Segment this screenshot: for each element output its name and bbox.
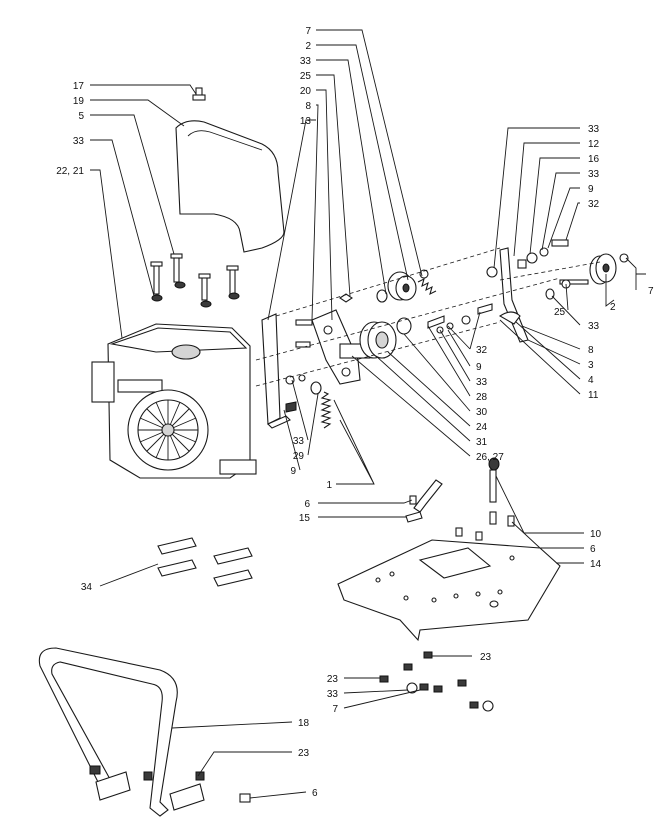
callout-9-r: 9 <box>588 184 594 195</box>
callout-26-27: 26, 27 <box>476 452 504 463</box>
callout-4: 4 <box>588 375 594 386</box>
callout-7-b: 7 <box>332 704 338 715</box>
callout-30: 30 <box>476 407 488 418</box>
callout-23-c: 23 <box>298 748 310 759</box>
engine-bolts <box>150 253 240 308</box>
callout-33-r3: 33 <box>588 321 600 332</box>
spring-1 <box>320 391 332 429</box>
shift-knob <box>488 457 500 503</box>
callout-28: 28 <box>476 392 488 403</box>
small-hardware-left <box>285 319 322 413</box>
callout-5: 5 <box>78 111 84 122</box>
callout-32-r: 32 <box>588 199 600 210</box>
callout-8-r: 8 <box>588 345 594 356</box>
callout-7-r: 7 <box>648 286 654 297</box>
engine <box>91 323 257 479</box>
callout-13: 13 <box>300 116 312 127</box>
callout-33-top: 33 <box>300 56 312 67</box>
belt-cover <box>175 120 285 253</box>
callout-34: 34 <box>81 582 93 593</box>
idler-pulley-top <box>339 269 429 303</box>
callout-1: 1 <box>326 480 332 491</box>
callout-9-mid: 9 <box>476 362 482 373</box>
callout-33-mid: 33 <box>476 377 488 388</box>
callout-2-r: 2 <box>610 302 616 313</box>
callout-25-r: 25 <box>554 307 566 318</box>
callout-6-a: 6 <box>304 499 310 510</box>
callout-33-b: 33 <box>327 689 339 700</box>
callout-33-low: 33 <box>293 436 305 447</box>
callout-9-low: 9 <box>290 466 296 477</box>
callout-17: 17 <box>73 81 85 92</box>
callout-19: 19 <box>73 96 85 107</box>
callout-12: 12 <box>588 139 600 150</box>
bolt-17 <box>192 87 206 101</box>
leader-lines <box>90 29 646 799</box>
callout-18: 18 <box>298 718 310 729</box>
handlebar <box>38 647 251 817</box>
callout-31: 31 <box>476 437 488 448</box>
callout-11: 11 <box>588 390 599 401</box>
callout-16: 16 <box>588 154 600 165</box>
callout-33-r2: 33 <box>588 169 600 180</box>
chassis-plate <box>337 511 561 642</box>
mount-bracket <box>261 313 291 429</box>
callout-24: 24 <box>476 422 488 433</box>
shift-rod <box>405 479 443 523</box>
idler-pulley-right <box>559 253 629 289</box>
loose-hardware <box>379 651 494 712</box>
idler-plate <box>311 309 361 385</box>
callout-2-top: 2 <box>305 41 311 52</box>
callout-23-b: 23 <box>327 674 339 685</box>
callout-33-left: 33 <box>73 136 85 147</box>
callout-labels: 7 2 33 25 20 8 13 17 19 5 33 22, 21 33 1… <box>56 26 654 799</box>
callout-15: 15 <box>299 513 311 524</box>
callout-6-b: 6 <box>590 544 596 555</box>
tie-plates <box>157 537 253 587</box>
spring-top <box>417 277 437 296</box>
callout-33-r1: 33 <box>588 124 600 135</box>
callout-8-top: 8 <box>305 101 311 112</box>
callout-14: 14 <box>590 559 602 570</box>
callout-10: 10 <box>590 529 602 540</box>
callout-3: 3 <box>588 360 594 371</box>
callout-7-top: 7 <box>305 26 311 37</box>
drive-pulley <box>339 303 493 359</box>
control-lever <box>486 239 569 343</box>
callout-25-top: 25 <box>300 71 312 82</box>
callout-20: 20 <box>300 86 312 97</box>
assembly-axis-lines <box>255 247 601 387</box>
callout-29: 29 <box>293 451 305 462</box>
callout-32-mid: 32 <box>476 345 488 356</box>
callout-6-c: 6 <box>312 788 318 799</box>
callout-22-21: 22, 21 <box>56 166 84 177</box>
callout-23-a: 23 <box>480 652 492 663</box>
